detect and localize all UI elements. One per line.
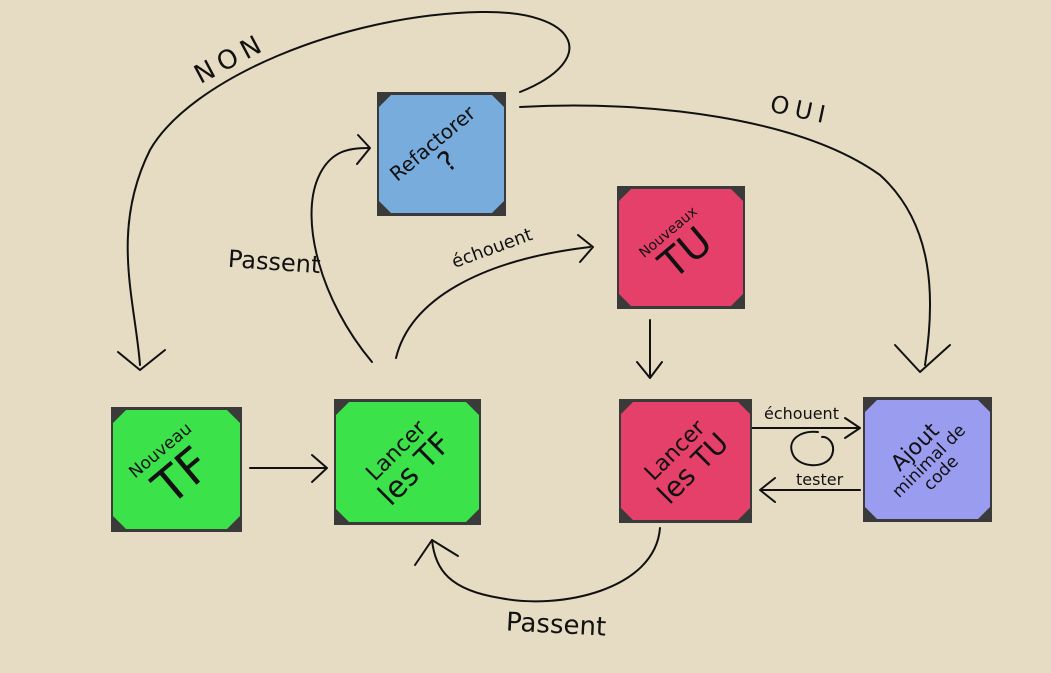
node-nouveau-tf: Nouveau TF bbox=[110, 406, 243, 533]
arrowhead-echouent-right bbox=[844, 417, 861, 439]
node-label-line2: ? bbox=[431, 143, 464, 179]
edge-label-tester: tester bbox=[796, 470, 844, 489]
arrowhead-ajout-to-lancer-tu bbox=[759, 477, 776, 503]
node-lancer-tf: Lancer les TF bbox=[333, 398, 482, 526]
node-refactorer: Refactorer ? bbox=[376, 91, 507, 217]
arrow-passent-left bbox=[310, 147, 373, 363]
arrowhead-passent-left bbox=[356, 134, 371, 165]
arrow-non bbox=[126, 10, 571, 366]
arrowhead-echouent-top bbox=[577, 234, 594, 263]
arrow-oui bbox=[519, 104, 932, 366]
arrow-passent-bottom bbox=[431, 527, 661, 603]
node-label-line1: Refactorer bbox=[384, 100, 481, 186]
node-nouveaux-tu: Nouveaux TU bbox=[616, 185, 746, 310]
edge-label-echouent-right: échouent bbox=[764, 404, 839, 423]
arrowhead-non bbox=[117, 349, 166, 371]
arrowhead-oui bbox=[894, 344, 951, 373]
node-lancer-tu: Lancer les TU bbox=[618, 398, 753, 524]
tester-loop bbox=[790, 430, 834, 467]
edge-label-passent-bottom: Passent bbox=[505, 607, 607, 643]
arrow-echouent-top bbox=[395, 246, 591, 359]
arrowhead-passent-bottom bbox=[414, 539, 459, 566]
node-ajout-minimal: Ajout minimal de code bbox=[862, 396, 993, 523]
arrowhead-nouveau-to-lancer bbox=[311, 454, 328, 483]
arrowhead-nouveaux-to-lancer-tu bbox=[636, 361, 663, 379]
